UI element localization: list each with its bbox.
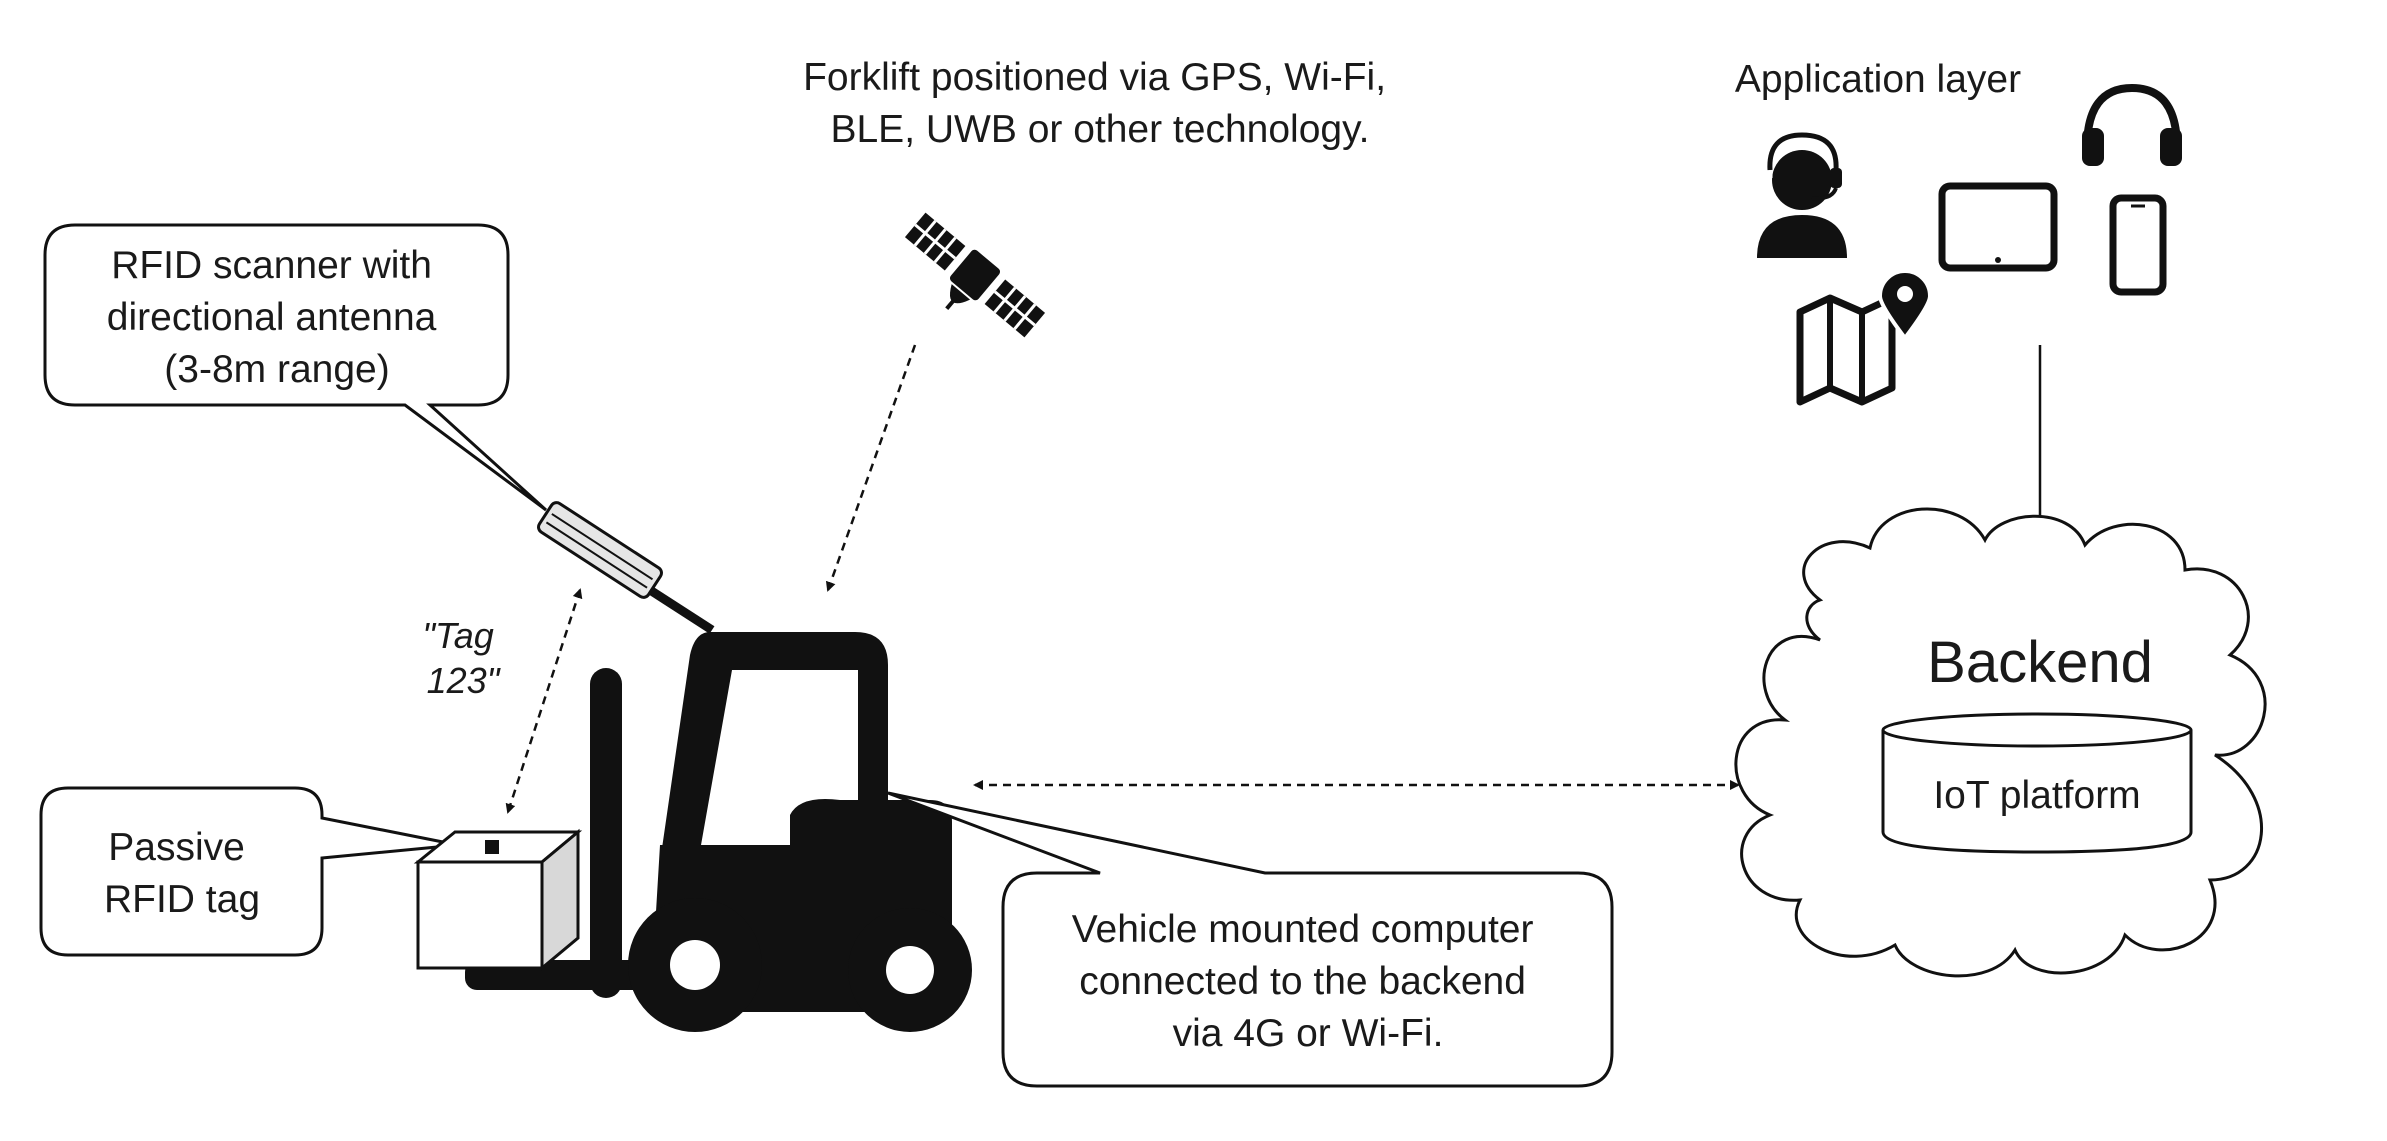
iot-platform-database: IoT platform (1881, 712, 2193, 854)
application-layer-title: Application layer (1735, 58, 2021, 101)
positioning-note: Forklift positioned via GPS, Wi-Fi, BLE,… (803, 56, 1397, 151)
scanner-callout-line-3: (3-8m range) (164, 348, 389, 391)
computer-callout-line-3: via 4G or Wi-Fi. (1173, 1012, 1444, 1055)
tag-read-line-2: 123" (427, 660, 502, 701)
tablet-icon (1938, 182, 2058, 272)
tag-read-line-1: "Tag (422, 615, 494, 656)
positioning-note-line-2: BLE, UWB or other technology. (830, 108, 1369, 151)
backend-title: Backend (1927, 630, 2153, 695)
satellite-icon (904, 212, 1046, 338)
svg-text:RFID scanner with direct: RFID scanner with directional antenna (3… (107, 244, 447, 391)
computer-callout-line-1: Vehicle mounted computer (1072, 908, 1534, 951)
tag-callout: Passive RFID tag (39, 786, 459, 957)
rfid-tagged-box (413, 828, 583, 972)
tag-read-label: "Tag 123" (422, 615, 504, 701)
scanner-callout-line-1: RFID scanner with (111, 244, 432, 287)
computer-callout-line-2: connected to the backend (1079, 960, 1526, 1003)
scanner-callout-line-2: directional antenna (107, 296, 437, 339)
svg-text:Passive RFID tag: Passive RFID tag (104, 826, 260, 921)
scanner-callout: RFID scanner with directional antenna (3… (43, 223, 548, 512)
rfid-reader-icon (537, 501, 715, 634)
rfid-tag-icon (485, 840, 499, 854)
tag-callout-line-1: Passive (108, 826, 245, 869)
positioning-note-line-1: Forklift positioned via GPS, Wi-Fi, (803, 56, 1386, 99)
smartphone-icon (2109, 194, 2167, 296)
gps-signal-arrow (825, 344, 917, 592)
rfid-read-arrow (505, 588, 583, 814)
svg-text:Vehicle mounted computer: Vehicle mounted computer connected to th… (1072, 908, 1545, 1055)
forklift-icon (465, 632, 972, 1032)
iot-platform-label: IoT platform (1933, 774, 2140, 817)
tag-callout-line-2: RFID tag (104, 878, 260, 921)
headphones-icon (2082, 83, 2182, 166)
map-pin-icon (1796, 269, 1933, 406)
computer-callout: Vehicle mounted computer connected to th… (887, 791, 1614, 1088)
support-agent-icon (1757, 132, 1847, 258)
